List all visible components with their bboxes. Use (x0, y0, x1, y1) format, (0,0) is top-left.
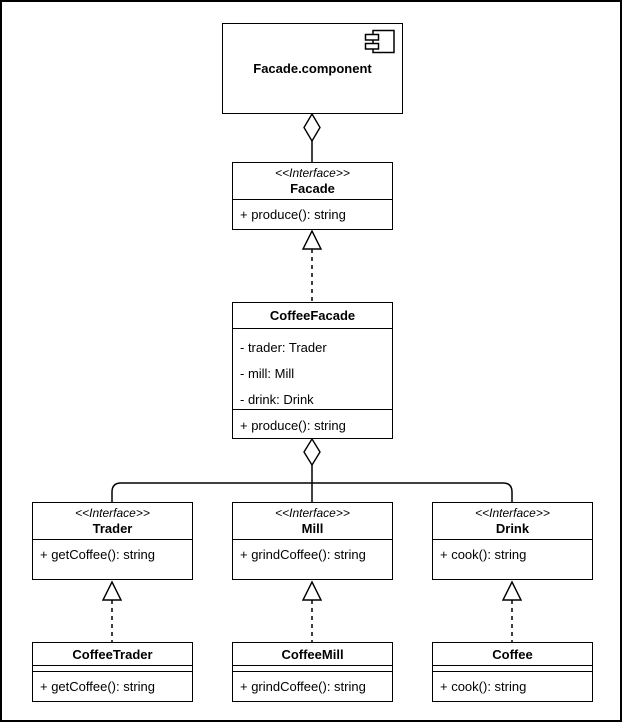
class-title: Coffee (433, 643, 592, 666)
stereotype-label: <<Interface>> (275, 506, 350, 520)
class-name: CoffeeFacade (269, 308, 356, 323)
realization-arrow-coffeetrader-trader (101, 580, 123, 642)
class-box-coffee: Coffee + cook(): string (432, 642, 593, 702)
hollow-diamond-icon (303, 437, 321, 467)
attribute-label: - mill: Mill (240, 366, 295, 381)
class-name: Coffee (492, 646, 533, 662)
component-icon (364, 29, 395, 54)
stereotype-label: <<Interface>> (475, 506, 550, 520)
class-title: CoffeeFacade (233, 303, 392, 329)
interface-title: <<Interface>> Facade (233, 163, 392, 200)
interface-title: <<Interface>> Mill (233, 503, 392, 540)
attributes-section: - trader: Trader - mill: Mill - drink: D… (233, 329, 392, 410)
hollow-triangle-icon (101, 580, 123, 601)
interface-title: <<Interface>> Drink (433, 503, 592, 540)
interface-title: <<Interface>> Trader (33, 503, 192, 540)
stereotype-label: <<Interface>> (275, 166, 350, 180)
empty-attributes-section (33, 666, 192, 672)
hollow-triangle-icon (301, 580, 323, 601)
component-box-facade-component: Facade.component (222, 23, 403, 114)
method-label: + cook(): string (440, 679, 527, 694)
attribute-label: - drink: Drink (240, 392, 314, 407)
interface-box-drink: <<Interface>> Drink + cook(): string (432, 502, 593, 580)
interface-box-trader: <<Interface>> Trader + getCoffee(): stri… (32, 502, 193, 580)
empty-attributes-section (433, 666, 592, 672)
method-label: + getCoffee(): string (40, 679, 156, 694)
method-label: + getCoffee(): string (40, 547, 156, 562)
class-title: CoffeeTrader (33, 643, 192, 666)
class-name: CoffeeTrader (72, 646, 153, 662)
hollow-triangle-icon (301, 229, 323, 250)
class-box-coffeefacade: CoffeeFacade - trader: Trader - mill: Mi… (232, 302, 393, 439)
method-label: + grindCoffee(): string (240, 679, 366, 694)
component-name: Facade.component (253, 61, 372, 76)
class-box-coffeemill: CoffeeMill + grindCoffee(): string (232, 642, 393, 702)
aggregation-connector-coffeefacade-interfaces (111, 437, 513, 502)
interface-box-facade: <<Interface>> Facade + produce(): string (232, 162, 393, 230)
interface-box-mill: <<Interface>> Mill + grindCoffee(): stri… (232, 502, 393, 580)
method-label: + produce(): string (240, 207, 346, 222)
interface-name: Trader (92, 521, 133, 536)
interface-name: Drink (495, 521, 530, 536)
realization-arrow-coffeefacade-facade (301, 229, 323, 302)
interface-name: Facade (290, 181, 335, 196)
class-name: CoffeeMill (281, 646, 344, 662)
method-label: + cook(): string (440, 547, 527, 562)
method-label: + grindCoffee(): string (240, 547, 366, 562)
stereotype-label: <<Interface>> (75, 506, 150, 520)
empty-attributes-section (233, 666, 392, 672)
hollow-triangle-icon (501, 580, 523, 601)
realization-arrow-coffeemill-mill (301, 580, 323, 642)
class-box-coffeetrader: CoffeeTrader + getCoffee(): string (32, 642, 193, 702)
aggregation-connector-component-facade (303, 112, 321, 163)
realization-arrow-coffee-drink (501, 580, 523, 642)
hollow-diamond-icon (303, 112, 321, 143)
class-title: CoffeeMill (233, 643, 392, 666)
interface-name: Mill (301, 521, 324, 536)
method-label: + produce(): string (240, 418, 346, 433)
attribute-label: - trader: Trader (240, 340, 327, 355)
